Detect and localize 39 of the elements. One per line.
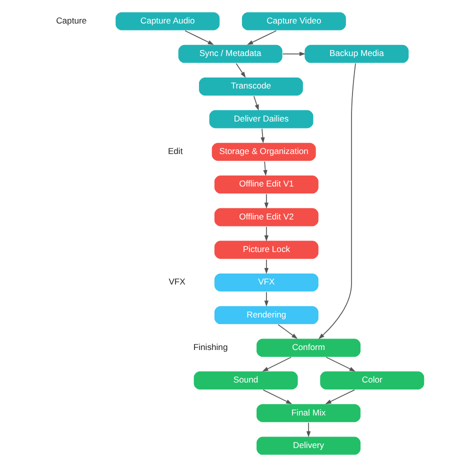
arrow (326, 356, 356, 372)
node-box: Offline Edit V2 (214, 207, 320, 228)
arrow (236, 63, 246, 78)
arrow (325, 390, 355, 404)
node-box: Conform (256, 338, 362, 358)
label: Finishing (193, 342, 228, 352)
arrow (247, 30, 277, 45)
node-box: Delivery (256, 436, 362, 456)
node-box: Sync / Metadata (177, 44, 284, 64)
label: Edit (168, 146, 183, 156)
node-box: Transcode (198, 76, 304, 96)
arrow (253, 96, 259, 111)
arrow (282, 52, 306, 56)
node-box: Capture Video (241, 11, 347, 32)
arrow (262, 356, 292, 372)
arrow (264, 292, 269, 307)
arrow (278, 324, 298, 339)
node-box: Backup Media (304, 44, 410, 64)
node-box: Deliver Dailies (208, 109, 314, 130)
arrow (260, 128, 265, 144)
arrow (264, 226, 269, 242)
arrow (264, 259, 269, 274)
label: Capture (56, 15, 87, 26)
node-box: Final Mix (256, 403, 362, 423)
node-box: VFX (214, 272, 320, 292)
node-box: Rendering (214, 305, 320, 326)
node-box: Offline Edit V1 (214, 174, 320, 194)
node-box: Picture Lock (214, 240, 320, 260)
arrow (263, 161, 268, 176)
node-box: Capture Audio (114, 11, 220, 32)
arrow (184, 30, 214, 45)
arrow (306, 422, 311, 438)
node-box: Sound (192, 370, 299, 390)
arrow (262, 390, 292, 404)
label: VFX (168, 276, 186, 287)
node-box: Storage & Organization (211, 142, 317, 162)
node-box: Color (319, 370, 425, 390)
arrow (318, 62, 356, 340)
arrow (264, 194, 269, 209)
